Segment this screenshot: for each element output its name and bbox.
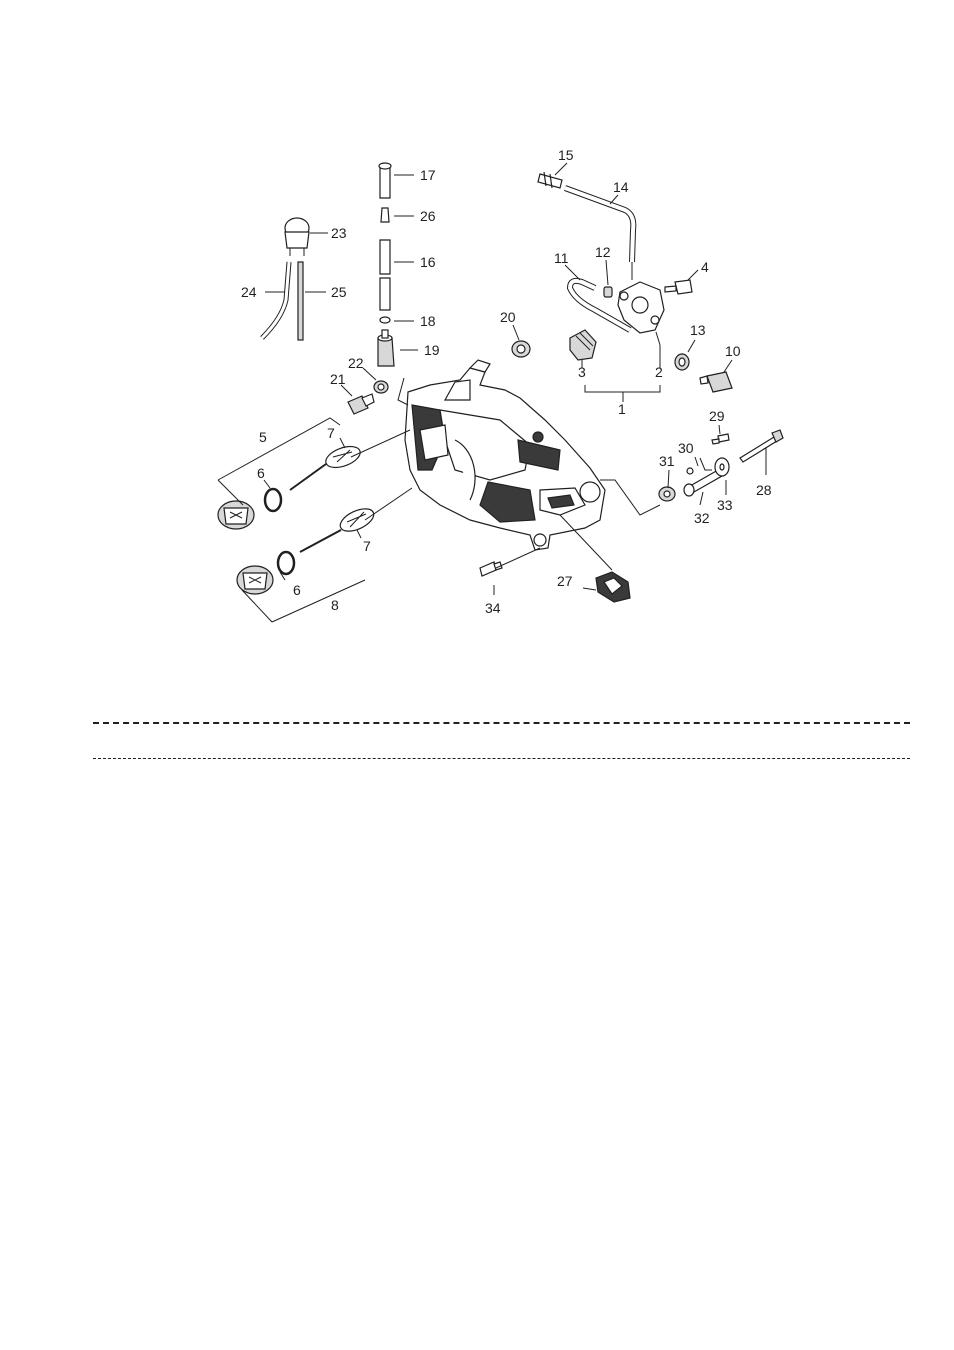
callout-25: 25 (331, 284, 347, 300)
part-20 (512, 341, 530, 357)
o-ring-6-lower (278, 552, 294, 574)
callout-17: 17 (420, 167, 436, 183)
fuel-line-group (378, 163, 394, 366)
callout-16: 16 (420, 254, 436, 270)
part-4 (665, 280, 692, 294)
washer-33 (715, 458, 729, 476)
exploded-parts-diagram: 1 2 3 4 5 6 6 7 7 8 10 11 12 13 14 15 16… (0, 0, 954, 700)
part-13 (675, 354, 689, 370)
part-22 (374, 381, 388, 393)
callout-29: 29 (709, 408, 725, 424)
callout-6b: 6 (293, 582, 301, 598)
callout-1: 1 (618, 401, 626, 417)
callout-10: 10 (725, 343, 741, 359)
dashed-rule-bottom (93, 758, 910, 759)
stud-34 (480, 562, 502, 576)
callout-13: 13 (690, 322, 706, 338)
fitting-15 (538, 172, 562, 188)
callout-21: 21 (330, 371, 346, 387)
callout-22: 22 (348, 355, 364, 371)
callout-33: 33 (717, 497, 733, 513)
callout-12: 12 (595, 244, 611, 260)
callout-30: 30 (678, 440, 694, 456)
callout-19: 19 (424, 342, 440, 358)
part-27 (596, 572, 630, 602)
callout-20: 20 (500, 309, 516, 325)
washer-30 (687, 468, 693, 474)
fuel-line-25 (298, 262, 303, 340)
callout-23: 23 (331, 225, 347, 241)
strainer-7-upper (290, 442, 363, 490)
callout-11: 11 (554, 250, 569, 266)
bolt-28 (740, 430, 783, 462)
callout-24: 24 (241, 284, 257, 300)
part-12 (604, 287, 612, 297)
primer-bulb-23 (285, 218, 309, 256)
filter-10 (700, 372, 732, 392)
callout-7a: 7 (327, 425, 335, 441)
callout-18: 18 (420, 313, 436, 329)
callout-6a: 6 (257, 465, 265, 481)
callout-31: 31 (659, 453, 675, 469)
callout-4: 4 (701, 259, 709, 275)
callout-labels: 1 2 3 4 5 6 6 7 7 8 10 11 12 13 14 15 16… (241, 147, 772, 616)
crankcase-housing (405, 360, 605, 550)
callout-28: 28 (756, 482, 772, 498)
fuel-line-24-inner (262, 262, 289, 338)
callout-32: 32 (694, 510, 710, 526)
callout-3: 3 (578, 364, 586, 380)
callout-34: 34 (485, 600, 501, 616)
callout-14: 14 (613, 179, 629, 195)
callout-27: 27 (557, 573, 573, 589)
part-21 (348, 394, 374, 414)
callout-8: 8 (331, 597, 339, 613)
dashed-rule-top (93, 722, 910, 724)
callout-7b: 7 (363, 538, 371, 554)
callout-2: 2 (655, 364, 663, 380)
callout-26: 26 (420, 208, 436, 224)
clip-31 (659, 487, 675, 501)
o-ring-6-upper (265, 489, 281, 511)
screw-29 (712, 434, 729, 444)
callout-5: 5 (259, 429, 267, 445)
callout-15: 15 (558, 147, 574, 163)
tank-cap-5 (218, 501, 254, 529)
